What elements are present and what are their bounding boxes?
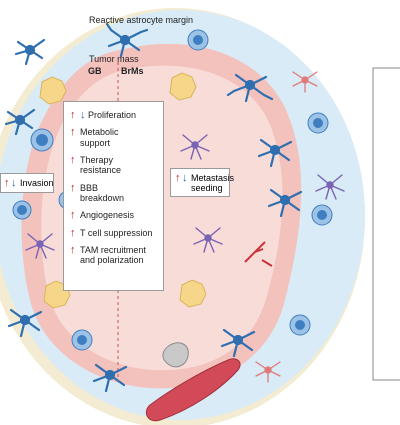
astrocyte-red [255,71,318,383]
effects-box: ↑ ↓ Proliferation ↑ Metabolic support ↑ … [63,101,164,291]
effect-label: Metabolic support [80,127,119,148]
down-arrow-icon: ↓ [80,109,86,121]
invasion-box: ↑ ↓ Invasion [0,173,54,193]
up-arrow-icon: ↑ [175,172,181,184]
reactive-margin-label: Reactive astrocyte margin [89,15,194,25]
effect-label: T cell suppression [80,227,153,238]
up-arrow-icon: ↑ [70,126,76,139]
metastasis-box: ↑ ↓ Metastasis seeding [170,168,235,197]
side-panel-frame [372,67,400,381]
up-arrow-icon: ↑ [4,177,10,189]
gb-label: GB [88,66,102,76]
effect-label: Proliferation [88,110,137,120]
up-arrow-icon: ↑ [70,154,76,167]
down-arrow-icon: ↓ [182,172,188,184]
effect-row: ↑ TAM recruitment and polarization [70,245,159,266]
metastasis-label: Metastasis seeding [191,173,235,193]
effect-label: Therapy resistance [80,155,122,176]
tumor-mass-label: Tumor mass [89,54,139,64]
up-arrow-icon: ↑ [70,209,76,222]
effect-row: ↑ ↓ Proliferation [70,109,159,121]
down-arrow-icon: ↓ [11,177,17,189]
tam-cell [39,72,207,309]
effect-row: ↑ Metabolic support [70,127,159,148]
effect-row: ↑ T cell suppression [70,226,159,239]
effect-row: ↑ Angiogenesis [70,209,159,222]
astrocyte [4,22,303,393]
brms-label: BrMs [121,66,144,76]
reactive-astrocyte-purple [25,134,345,259]
effect-label: TAM recruitment and polarization [80,245,146,266]
up-arrow-icon: ↑ [70,244,76,257]
up-arrow-icon: ↑ [70,181,76,194]
up-arrow-icon: ↑ [70,109,76,121]
effect-row: ↑ Therapy resistance [70,155,159,176]
effect-label: Angiogenesis [80,210,135,221]
effect-row: ↑ BBB breakdown [70,181,159,204]
effect-label: BBB breakdown [80,182,125,204]
invasion-label: Invasion [20,178,54,188]
blood-vessel [145,241,273,422]
up-arrow-icon: ↑ [70,226,76,239]
